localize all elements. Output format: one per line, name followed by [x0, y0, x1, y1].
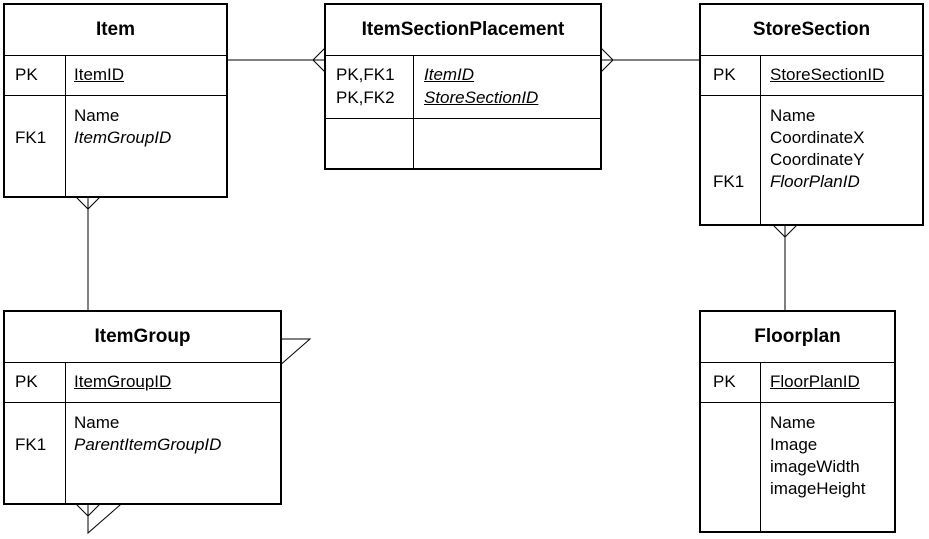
item-attr-name: Name [74, 106, 120, 125]
item-fk-label: FK1 [15, 128, 47, 147]
storesection-key-row [701, 55, 922, 96]
placement-pk-label-2: PK,FK2 [336, 88, 395, 107]
placement-pk-label-1: PK,FK1 [336, 65, 395, 84]
floorplan-key-row [701, 362, 894, 403]
storesection-divider [760, 55, 761, 224]
itemgroup-title: ItemGroup [5, 312, 280, 363]
placement-pk-field-itemid: ItemID [424, 65, 475, 84]
storesection-crowfoot [772, 224, 798, 238]
item-divider [65, 55, 66, 196]
storesection-attr-coordinatex: CoordinateX [770, 128, 865, 147]
floorplan-entity[interactable]: Floorplan PK FloorPlanID Name Image imag… [699, 310, 896, 533]
placement-right-crowfoot [600, 47, 614, 73]
itemgroup-attr-parentitemgroupid: ParentItemGroupID [74, 435, 222, 454]
floorplan-attr-imagewidth: imageWidth [770, 457, 860, 476]
itemgroup-divider [65, 362, 66, 503]
item-crowfoot [75, 196, 101, 210]
floorplan-attr-image: Image [770, 435, 818, 454]
storesection-fk-label: FK1 [713, 172, 745, 191]
floorplan-attr-imageheight: imageHeight [770, 479, 866, 498]
storesection-title: StoreSection [701, 5, 922, 56]
storesection-attr-coordinatey: CoordinateY [770, 150, 865, 169]
item-pk-field: ItemID [74, 65, 125, 84]
itemgroup-fk-label: FK1 [15, 435, 47, 454]
item-attr-itemgroupid: ItemGroupID [74, 128, 172, 147]
itemgroup-entity[interactable]: ItemGroup PK ItemGroupID Name FK1 Parent… [3, 310, 282, 505]
storesection-entity[interactable]: StoreSection PK StoreSectionID Name Coor… [699, 3, 924, 226]
itemgroup-pk-field: ItemGroupID [74, 372, 172, 391]
itemgroup-attr-name: Name [74, 413, 120, 432]
item-title: Item [5, 5, 226, 56]
placement-title: ItemSectionPlacement [326, 5, 600, 56]
itemgroup-pk-label: PK [15, 372, 38, 391]
item-key-row [5, 55, 226, 96]
storesection-pk-label: PK [713, 65, 736, 84]
placement-left-crowfoot [312, 47, 326, 73]
itemgroup-key-row [5, 362, 280, 403]
itemgroup-crowfoot [75, 503, 101, 517]
floorplan-title: Floorplan [701, 312, 894, 363]
placement-divider [413, 55, 414, 168]
placement-pk-field-storesectionid: StoreSectionID [424, 88, 539, 107]
item-pk-label: PK [15, 65, 38, 84]
item-entity[interactable]: Item PK ItemID Name FK1 ItemGroupID [3, 3, 228, 198]
floorplan-attr-name: Name [770, 413, 816, 432]
storesection-attr-name: Name [770, 106, 816, 125]
storesection-pk-field: StoreSectionID [770, 65, 885, 84]
placement-key-row [326, 55, 600, 119]
itemsectionplacement-entity[interactable]: ItemSectionPlacement PK,FK1 ItemID PK,FK… [324, 3, 602, 170]
storesection-attr-floorplanid: FloorPlanID [770, 172, 860, 191]
floorplan-divider [760, 362, 761, 531]
floorplan-pk-label: PK [713, 372, 736, 391]
floorplan-pk-field: FloorPlanID [770, 372, 860, 391]
